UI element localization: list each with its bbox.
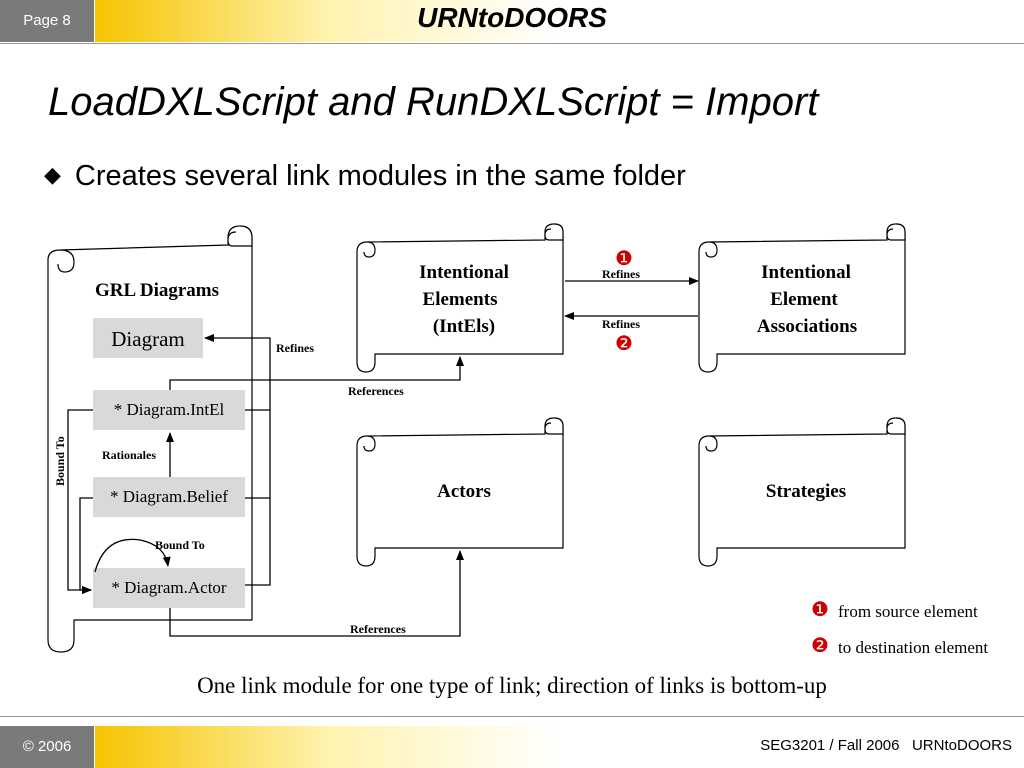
strategies-label: Strategies	[766, 481, 846, 502]
legend-text-destination: to destination element	[838, 638, 988, 657]
grl-panel-title: GRL Diagrams	[95, 280, 219, 301]
references-intels-connector	[169, 356, 464, 390]
bound-to-vertical-label: Bound To	[53, 436, 67, 486]
diagram-belief-box	[93, 477, 245, 517]
intels-label-line-3: (IntEls)	[433, 316, 495, 337]
rationales-label: Rationales	[102, 448, 156, 462]
marker-two-icon: ❷	[615, 333, 633, 355]
actors-module-scroll	[356, 417, 564, 567]
diagram-intel-box	[93, 390, 245, 430]
footer-rule	[0, 716, 1024, 717]
footer-course-text: SEG3201 / Fall 2006 URNtoDOORS	[760, 737, 1012, 754]
bullet-item: ◆ Creates several link modules in the sam…	[44, 160, 686, 193]
intels-module-scroll	[356, 223, 564, 373]
actor-bound-to-loop	[94, 538, 171, 573]
refines-backward-label: Refines	[602, 317, 640, 331]
slide-caption: One link module for one type of link; di…	[197, 673, 827, 698]
diagram-actor-label: * Diagram.Actor	[111, 578, 227, 597]
page-number-badge: Page 8	[0, 0, 94, 42]
bullet-text: Creates several link modules in the same…	[74, 160, 686, 192]
diagram-actor-box	[93, 568, 245, 608]
legend-marker-two-icon: ❷	[811, 635, 829, 657]
marker-one-icon: ❶	[615, 248, 633, 270]
slide-title: LoadDXLScript and RunDXLScript = Import	[48, 80, 819, 124]
references-intels-label: References	[348, 384, 404, 398]
refines-diagram-connector	[204, 334, 271, 586]
references-actors-label: References	[350, 622, 406, 636]
associations-label-line-3: Associations	[757, 316, 857, 337]
header-title: URNtoDOORS	[417, 2, 607, 33]
associations-label-line-1: Intentional	[761, 262, 851, 283]
strategies-module-scroll	[698, 417, 906, 567]
diagram-item-box	[93, 318, 203, 358]
intels-label-line-1: Intentional	[419, 262, 509, 283]
legend-marker-one-icon: ❶	[811, 599, 829, 621]
footer-copyright: © 2006	[0, 726, 94, 768]
legend-text-source: from source element	[838, 602, 978, 621]
refines-forward-label: Refines	[602, 267, 640, 281]
references-actors-connector	[169, 550, 464, 637]
actors-label: Actors	[437, 481, 491, 502]
associations-label-line-2: Element	[770, 289, 838, 310]
diagram-belief-label: * Diagram.Belief	[110, 487, 228, 506]
diamond-bullet-icon: ◆	[44, 162, 61, 187]
belief-bound-to-connector	[79, 497, 93, 594]
intels-label-line-2: Elements	[423, 289, 498, 310]
refines-diagram-label: Refines	[276, 341, 314, 355]
diagram-item-label: Diagram	[111, 327, 184, 351]
diagram-intel-label: * Diagram.IntEl	[114, 400, 225, 419]
associations-module-scroll	[698, 223, 906, 373]
header-rule	[0, 43, 1024, 44]
bound-to-curve-label: Bound To	[155, 538, 205, 552]
footer-band	[0, 726, 1024, 768]
header-band	[0, 0, 1024, 42]
